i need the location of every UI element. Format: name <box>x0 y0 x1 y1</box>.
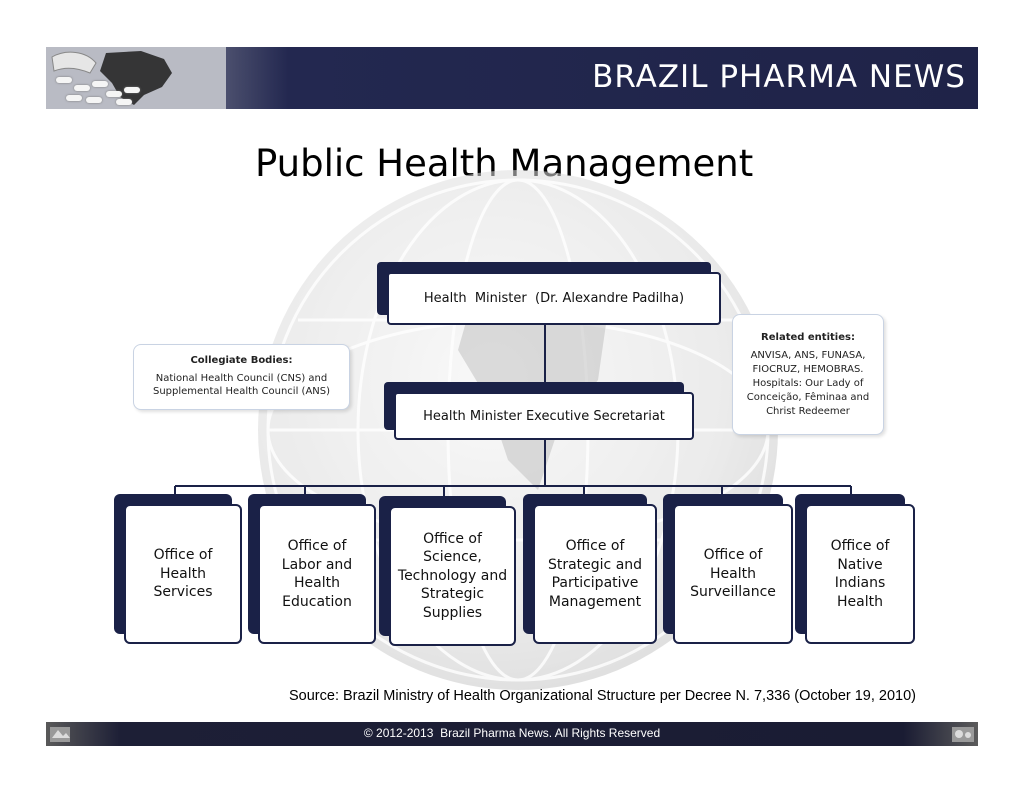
related-line: ANVISA, ANS, FUNASA, <box>750 350 866 361</box>
logo-icon <box>48 724 74 744</box>
pills-and-brazil-map-icon <box>46 47 226 109</box>
office-line: Strategic and <box>547 556 643 573</box>
office-line: Health <box>837 593 883 610</box>
office-line: Health <box>160 565 206 582</box>
executive-secretariat-label: Health Minister Executive Secretariat <box>423 408 665 424</box>
header-banner: BRAZIL PHARMA NEWS <box>46 47 978 109</box>
collegiate-bodies-box: Collegiate Bodies: National Health Counc… <box>133 344 350 410</box>
office-line: Technology and <box>397 567 508 584</box>
health-minister-box: Health Minister (Dr. Alexandre Padilha) <box>387 272 721 325</box>
collegiate-heading: Collegiate Bodies: <box>190 355 293 366</box>
office-line: Office of <box>153 547 213 564</box>
office-labor-health-education-box: Office of Labor and Health Education <box>258 504 376 644</box>
related-line: Christ Redeemer <box>766 406 850 417</box>
office-line: Surveillance <box>690 584 776 601</box>
office-line: Science, <box>423 549 482 566</box>
office-line: Supplies <box>422 604 483 621</box>
related-line: Hospitals: Our Lady of <box>752 378 864 389</box>
office-line: Participative <box>551 575 639 591</box>
office-line: Health <box>710 565 756 582</box>
brand-title: BRAZIL PHARMA NEWS <box>592 59 966 95</box>
related-line: Conceição, Fêminaa and <box>746 392 870 403</box>
office-line: Native <box>837 556 883 573</box>
source-note: Source: Brazil Ministry of Health Organi… <box>289 688 917 704</box>
office-line: Strategic <box>420 586 485 603</box>
office-line: Office of <box>423 530 482 547</box>
footer-copyright: © 2012-2013 Brazil Pharma News. All Righ… <box>363 726 661 740</box>
office-science-technology-box: Office of Science, Technology and Strate… <box>389 506 516 646</box>
related-line: FIOCRUZ, HEMOBRAS. <box>752 364 864 375</box>
executive-secretariat-box: Health Minister Executive Secretariat <box>394 392 694 440</box>
office-native-indians-health-box: Office of Native Indians Health <box>805 504 915 644</box>
health-minister-label: Health Minister (Dr. Alexandre Padilha) <box>423 291 685 306</box>
footer-banner: © 2012-2013 Brazil Pharma News. All Righ… <box>46 722 978 746</box>
office-line: Office of <box>830 538 890 554</box>
collegiate-line: Supplemental Health Council (ANS) <box>152 386 331 397</box>
related-heading: Related entities: <box>761 332 855 343</box>
office-health-services-box: Office of Health Services <box>124 504 242 644</box>
office-line: Indians <box>834 575 886 591</box>
office-line: Management <box>548 593 642 610</box>
logo-icon <box>950 724 976 744</box>
office-health-surveillance-box: Office of Health Surveillance <box>673 504 793 644</box>
collegiate-line: National Health Council (CNS) and <box>155 373 328 384</box>
office-line: Services <box>153 584 213 601</box>
office-strategic-participative-box: Office of Strategic and Participative Ma… <box>533 504 657 644</box>
office-line: Office of <box>565 538 625 554</box>
office-line: Health <box>294 575 340 591</box>
office-line: Office of <box>287 538 347 554</box>
office-line: Education <box>282 593 352 610</box>
related-entities-box: Related entities: ANVISA, ANS, FUNASA, F… <box>732 314 884 435</box>
office-line: Labor and <box>281 556 353 573</box>
office-line: Office of <box>703 547 763 564</box>
